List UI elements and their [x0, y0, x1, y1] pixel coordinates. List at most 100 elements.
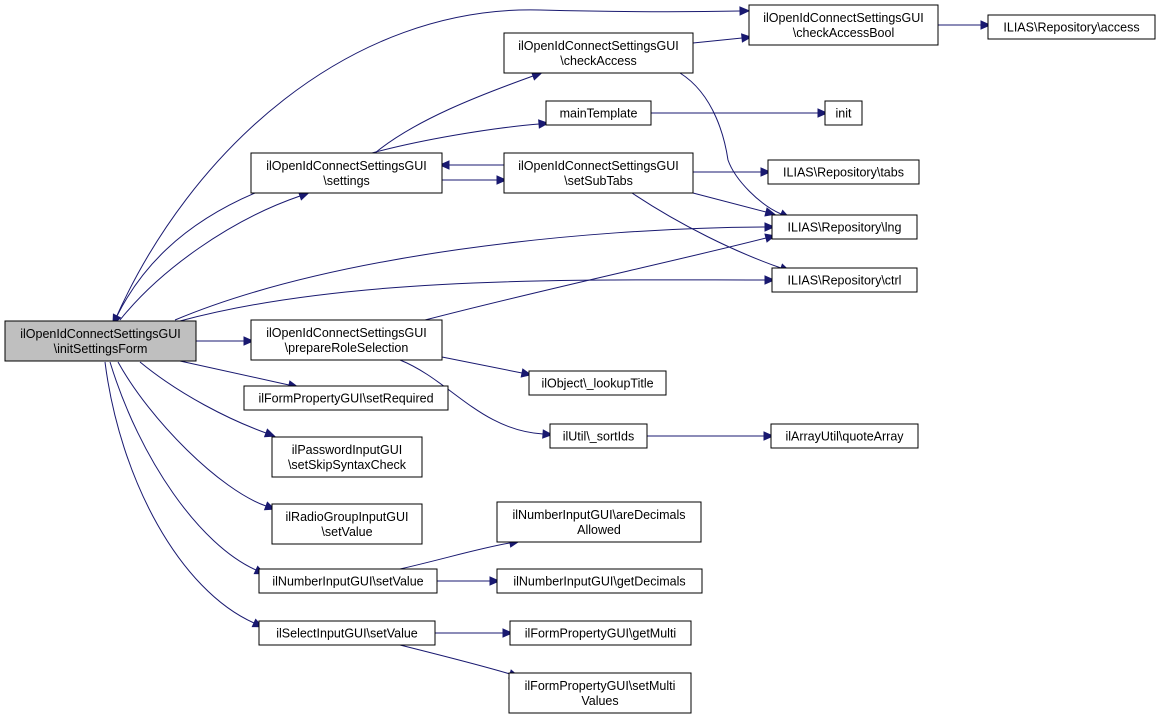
arrowhead	[739, 6, 751, 16]
node-quote-array[interactable]: ilArrayUtil\quoteArray	[770, 423, 919, 449]
node-label-line: mainTemplate	[560, 107, 638, 121]
edge-init-settings-form-to-repo-lng	[174, 222, 776, 321]
node-label-line: \prepareRoleSelection	[285, 341, 409, 355]
node-set-skip-syntax-check[interactable]: ilPasswordInputGUI\setSkipSyntaxCheck	[271, 436, 423, 478]
node-lookup-title[interactable]: ilObject\_lookupTitle	[528, 370, 667, 396]
edge-init-settings-form-to-select-set-value	[104, 361, 264, 628]
arrowhead	[741, 33, 753, 43]
arrowhead	[538, 119, 550, 129]
node-repo-access[interactable]: ILIAS\Repository\access	[987, 14, 1156, 40]
node-label-line: \setSubTabs	[564, 174, 633, 188]
node-label-line: ilFormPropertyGUI\getMulti	[525, 627, 676, 641]
edge-line	[116, 192, 256, 317]
node-label-line: ILIAS\Repository\tabs	[783, 166, 904, 180]
node-label-line: \checkAccess	[560, 54, 636, 68]
node-label-line: ilFormPropertyGUI\setRequired	[258, 392, 433, 406]
node-init[interactable]: init	[824, 100, 863, 126]
node-select-set-value[interactable]: ilSelectInputGUI\setValue	[258, 620, 436, 646]
node-label-line: ilNumberInputGUI\areDecimals	[513, 508, 686, 522]
node-set-required[interactable]: ilFormPropertyGUI\setRequired	[243, 385, 449, 411]
node-label-line: ilNumberInputGUI\setValue	[272, 575, 423, 589]
node-box	[496, 501, 702, 543]
arrowhead	[496, 175, 508, 185]
node-label-line: Values	[581, 694, 618, 708]
edge-init-settings-form-to-check-access-bool	[114, 6, 751, 321]
arrowhead	[438, 160, 450, 170]
node-label-line: ILIAS\Repository\lng	[788, 221, 902, 235]
edge-set-sub-tabs-to-repo-tabs	[693, 167, 772, 177]
node-label-line: ilOpenIdConnectSettingsGUI	[518, 39, 679, 53]
edge-line	[692, 37, 743, 44]
node-box	[509, 620, 692, 646]
node-label-line: ilSelectInputGUI\setValue	[276, 627, 418, 641]
node-box	[243, 385, 449, 411]
edge-init-settings-form-to-prepare-role-selection	[196, 336, 255, 346]
edge-prepare-role-selection-to-sort-ids	[399, 359, 554, 439]
arrowhead	[489, 576, 501, 586]
node-label-line: ilArrayUtil\quoteArray	[785, 430, 904, 444]
node-box	[545, 100, 652, 126]
node-label-line: ilObject\_lookupTitle	[541, 377, 653, 391]
edge-select-set-value-to-get-multi	[435, 628, 514, 638]
node-box	[250, 152, 443, 194]
node-box	[258, 620, 436, 646]
node-label-line: ilPasswordInputGUI	[292, 443, 402, 457]
node-box	[271, 436, 423, 478]
edge-line	[119, 195, 301, 321]
node-label-line: ilOpenIdConnectSettingsGUI	[518, 159, 679, 173]
node-box	[496, 568, 703, 594]
edge-line	[174, 226, 766, 321]
arrowhead	[764, 275, 776, 285]
node-repo-lng[interactable]: ILIAS\Repository\lng	[771, 214, 918, 240]
node-box	[271, 503, 423, 545]
node-label-line: ilUtil\_sortIds	[563, 430, 635, 444]
edge-number-set-value-to-get-decimals	[437, 576, 501, 586]
edge-main-template-to-init	[651, 108, 829, 118]
node-prepare-role-selection[interactable]: ilOpenIdConnectSettingsGUI\prepareRoleSe…	[250, 319, 443, 361]
node-main-template[interactable]: mainTemplate	[545, 100, 652, 126]
node-box	[508, 672, 692, 714]
node-label-line: \setValue	[321, 525, 372, 539]
node-box	[503, 32, 694, 74]
node-set-sub-tabs[interactable]: ilOpenIdConnectSettingsGUI\setSubTabs	[503, 152, 694, 194]
edge-init-settings-form-to-number-set-value	[109, 361, 266, 575]
edge-line	[399, 644, 511, 675]
node-get-multi[interactable]: ilFormPropertyGUI\getMulti	[509, 620, 692, 646]
edge-line	[631, 192, 782, 269]
node-get-decimals[interactable]: ilNumberInputGUI\getDecimals	[496, 568, 703, 594]
arrowhead	[542, 429, 554, 439]
node-settings[interactable]: ilOpenIdConnectSettingsGUI\settings	[250, 152, 443, 194]
edge-line	[114, 9, 741, 321]
node-label-line: \setSkipSyntaxCheck	[288, 458, 407, 472]
node-box	[824, 100, 863, 126]
node-check-access-bool[interactable]: ilOpenIdConnectSettingsGUI\checkAccessBo…	[748, 4, 939, 46]
node-box	[503, 152, 694, 194]
node-box	[767, 159, 920, 185]
node-repo-tabs[interactable]: ILIAS\Repository\tabs	[767, 159, 920, 185]
edge-prepare-role-selection-to-lookup-title	[441, 356, 533, 378]
node-check-access[interactable]: ilOpenIdConnectSettingsGUI\checkAccess	[503, 32, 694, 74]
arrowhead	[764, 207, 776, 217]
node-box	[770, 423, 919, 449]
node-label-line: ILIAS\Repository\access	[1003, 21, 1139, 35]
edge-line	[424, 237, 767, 321]
node-number-set-value[interactable]: ilNumberInputGUI\setValue	[258, 568, 438, 594]
edge-line	[441, 356, 523, 374]
node-repo-ctrl[interactable]: ILIAS\Repository\ctrl	[771, 267, 918, 293]
node-init-settings-form[interactable]: ilOpenIdConnectSettingsGUI\initSettingsF…	[4, 320, 197, 362]
edge-check-access-to-check-access-bool	[692, 33, 753, 44]
edge-set-sub-tabs-to-repo-lng	[692, 192, 776, 217]
edge-line	[139, 361, 267, 434]
node-box	[748, 4, 939, 46]
node-label-line: ILIAS\Repository\ctrl	[788, 274, 902, 288]
node-box	[528, 370, 667, 396]
node-label-line: \checkAccessBool	[793, 26, 894, 40]
arrowhead	[243, 336, 255, 346]
node-radio-set-value[interactable]: ilRadioGroupInputGUI\setValue	[271, 503, 423, 545]
edge-settings-to-check-access	[374, 71, 543, 154]
node-sort-ids[interactable]: ilUtil\_sortIds	[549, 423, 648, 449]
node-label-line: init	[836, 107, 853, 121]
